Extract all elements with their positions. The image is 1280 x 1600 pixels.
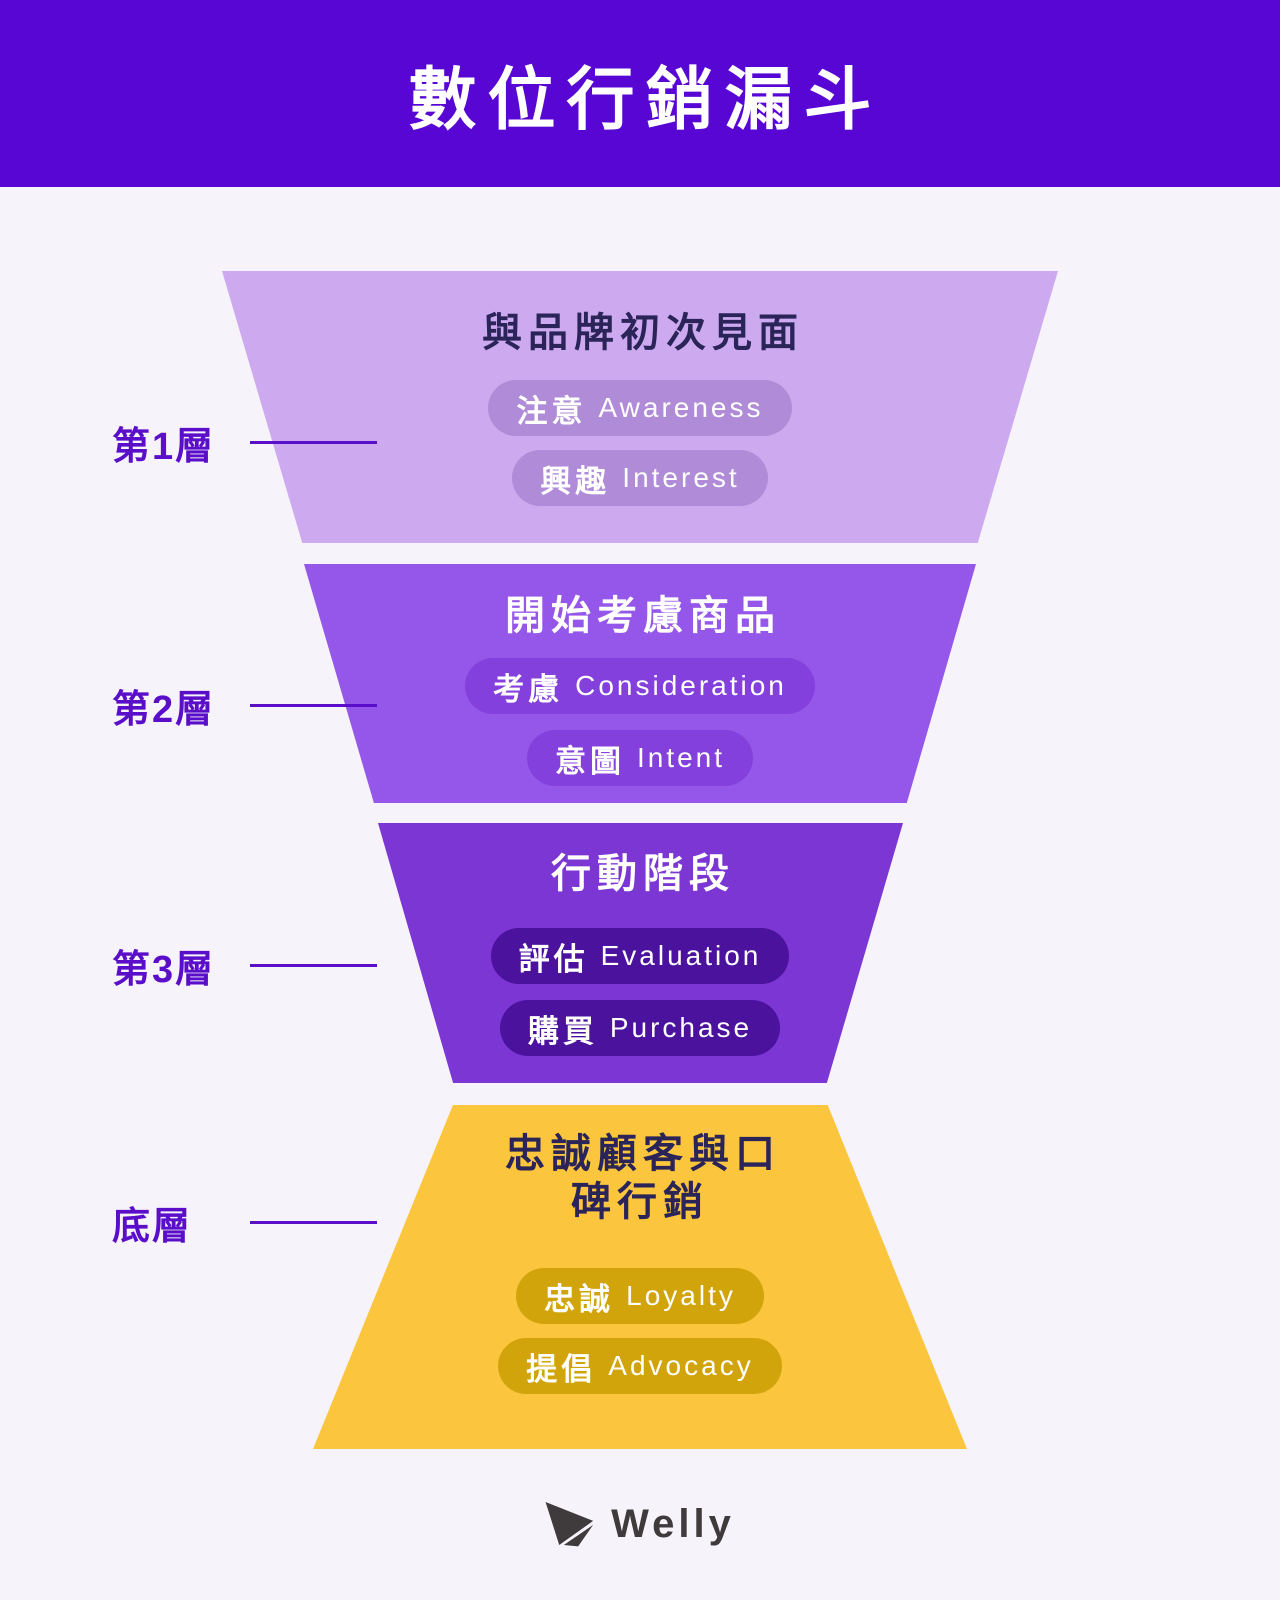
pill-row-evaluation: 評估 Evaluation [0,928,1280,984]
side-label-row-2: 第2層 [112,677,377,733]
side-label-row-4: 底層 [112,1194,377,1250]
pill-purchase-en: Purchase [609,1012,753,1043]
side-label-row-3: 第3層 [112,937,377,993]
pill-consideration-en: Consideration [575,670,787,701]
pill-loyalty: 忠誠 Loyalty [516,1268,764,1324]
pill-row-purchase: 購買 Purchase [0,1000,1280,1056]
side-label-row-1: 第1層 [112,414,377,470]
pill-purchase: 購買 Purchase [499,1000,781,1056]
funnel-layer-4-title: 忠誠顧客與口碑行銷 [505,1132,781,1224]
pill-awareness-zh: 注意 [516,393,587,429]
pill-advocacy-en: Advocacy [608,1350,754,1381]
paper-plane-icon [545,1501,594,1546]
pill-row-interest: 興趣 Interest [0,450,1280,506]
pill-evaluation-zh: 評估 [518,941,589,977]
side-label-tier-2: 第2層 [112,688,216,731]
pill-evaluation-en: Evaluation [600,940,762,971]
side-label-bottom: 底層 [112,1205,193,1248]
pill-awareness: 注意 Awareness [488,380,792,436]
pill-loyalty-en: Loyalty [626,1280,736,1311]
pill-loyalty-zh: 忠誠 [544,1281,615,1317]
header-banner: 數位行銷漏斗 [0,0,1280,187]
pill-advocacy-zh: 提倡 [526,1351,597,1387]
pill-row-awareness: 注意 Awareness [0,380,1280,436]
pill-interest-en: Interest [622,462,740,493]
connector-line-3 [250,963,377,967]
pill-awareness-en: Awareness [598,392,764,423]
pill-row-intent: 意圖 Intent [0,730,1280,786]
pill-purchase-zh: 購買 [527,1013,598,1049]
side-label-tier-1: 第1層 [112,425,216,468]
brand-name: Welly [611,1501,735,1546]
pill-row-consideration: 考慮 Consideration [0,658,1280,714]
pill-interest-zh: 興趣 [540,463,611,499]
funnel-layer-2-title: 開始考慮商品 [505,594,781,638]
pill-consideration: 考慮 Consideration [465,658,815,714]
page-title: 數位行銷漏斗 [408,62,883,138]
connector-line-2 [250,703,377,707]
connector-line-4 [250,1220,377,1224]
pill-consideration-zh: 考慮 [493,671,564,707]
funnel-layer-1-title: 與品牌初次見面 [482,311,804,355]
pill-row-loyalty: 忠誠 Loyalty [0,1268,1280,1324]
pill-intent: 意圖 Intent [526,730,754,786]
side-label-tier-3: 第3層 [112,948,216,991]
pill-advocacy: 提倡 Advocacy [498,1338,782,1394]
pill-intent-zh: 意圖 [554,743,625,779]
pill-evaluation: 評估 Evaluation [490,928,790,984]
pill-row-advocacy: 提倡 Advocacy [0,1338,1280,1394]
pill-intent-en: Intent [636,742,726,773]
footer-brand: Welly [0,1494,1280,1554]
connector-line-1 [250,440,377,444]
pill-interest: 興趣 Interest [512,450,768,506]
funnel-layer-3-title: 行動階段 [551,852,735,896]
